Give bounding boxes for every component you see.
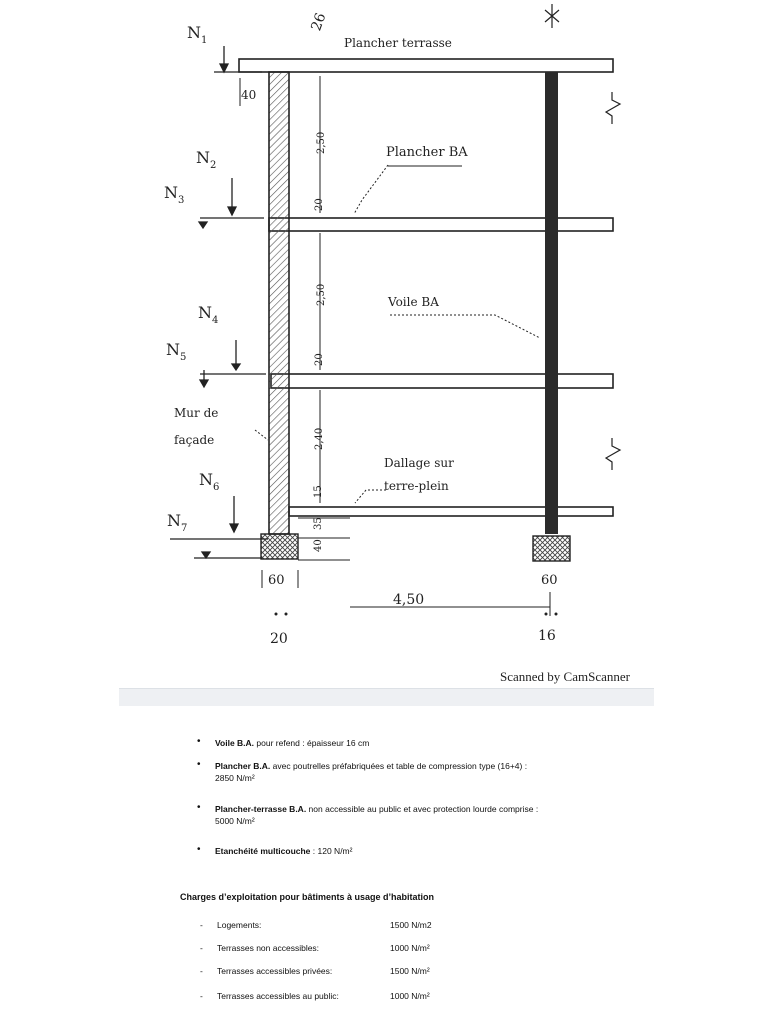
- bullet-icon: •: [197, 844, 201, 855]
- label-terrace: Plancher terrasse: [344, 36, 452, 50]
- level-label-n3: N3: [164, 183, 184, 206]
- dim-span: 4,50: [393, 592, 424, 608]
- break-mark-bottom: [604, 438, 622, 470]
- bullet-icon: •: [197, 802, 201, 813]
- label-facade-2: façade: [174, 433, 214, 447]
- dim-60-left: 60: [268, 573, 285, 588]
- spec-item-3: • Plancher-terrasse B.A. non accessible …: [197, 802, 539, 826]
- level-label-n6: N6: [199, 470, 219, 493]
- rc-wall: [545, 72, 558, 534]
- scanner-watermark: Scanned by CamScanner: [500, 669, 630, 684]
- dash-icon: -: [200, 943, 203, 953]
- level-label-n4: N4: [198, 303, 218, 326]
- break-mark-top: [604, 92, 622, 124]
- spec-item-4: • Etanchéité multicouche : 120 N/m²: [197, 844, 353, 856]
- dim-thickness-20: 20: [270, 631, 288, 647]
- spec-item-1: • Voile B.A. pour refend : épaisseur 16 …: [197, 736, 370, 748]
- scanned-page-drawing: [119, 0, 654, 690]
- dim-thickness-16: 16: [538, 628, 556, 644]
- dim-250-b: 2,50: [316, 284, 327, 306]
- dim-20-b: 20: [314, 353, 325, 366]
- label-slab-1: Dallage sur: [384, 456, 454, 470]
- dash-icon: -: [200, 920, 203, 930]
- bullet-icon: •: [197, 736, 201, 747]
- dim-250-a: 2,50: [316, 132, 327, 154]
- specifications-page: [119, 706, 654, 1024]
- axis-mark-top: [544, 4, 560, 28]
- dim-240: 2,40: [314, 428, 325, 450]
- label-floor-ba: Plancher BA: [386, 145, 468, 160]
- dim-40-top: 40: [241, 88, 256, 102]
- left-margin: [0, 0, 119, 1024]
- dim-40-bottom: 40: [313, 539, 324, 552]
- dim-top: 26: [308, 11, 329, 33]
- level-label-n5: N5: [166, 340, 186, 363]
- bullet-icon: •: [197, 759, 201, 770]
- dim-20-a: 20: [314, 198, 325, 211]
- footing-right: [532, 535, 571, 562]
- dash-icon: -: [200, 991, 203, 1001]
- level-label-n2: N2: [196, 148, 216, 171]
- label-wall-ba: Voile BA: [387, 295, 439, 309]
- charges-title: Charges d’exploitation pour bâtiments à …: [180, 892, 435, 902]
- level-label-n7: N7: [167, 511, 187, 534]
- spec-item-2: • Plancher B.A. avec poutrelles préfabri…: [197, 759, 528, 783]
- dash-icon: -: [200, 966, 203, 976]
- label-slab-2: terre-plein: [384, 479, 449, 493]
- dim-15: 15: [313, 485, 324, 498]
- terrace-slab: [238, 58, 614, 73]
- label-facade-1: Mur de: [174, 406, 218, 420]
- dim-35: 35: [313, 517, 324, 530]
- footing-left: [260, 533, 299, 560]
- level-label-n1: N1: [187, 23, 207, 46]
- dim-60-right: 60: [541, 573, 558, 588]
- structural-section-drawing: N1 N2 N3 N4 N5 N6 N7 Plancher terrasse P…: [164, 4, 622, 647]
